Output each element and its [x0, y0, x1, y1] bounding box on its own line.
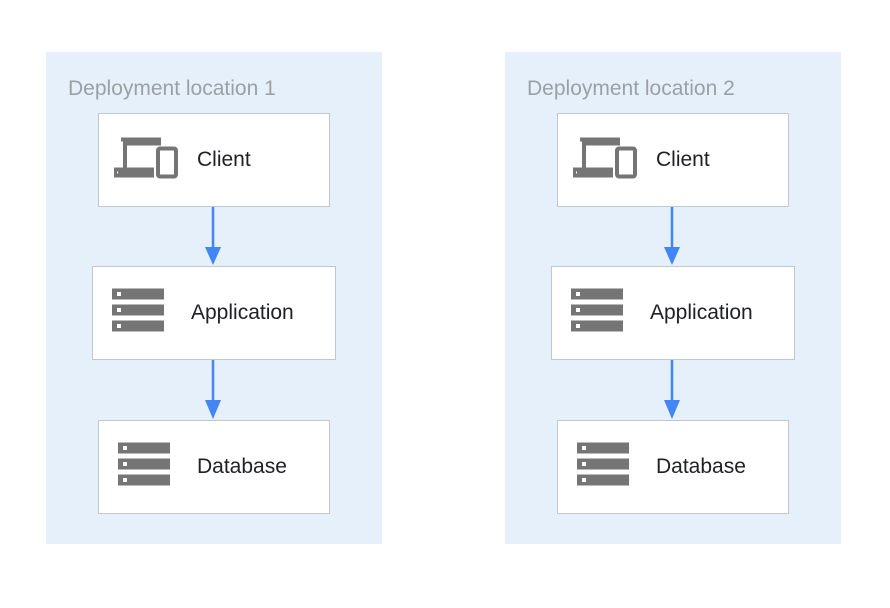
database-label: Database — [656, 455, 746, 478]
database-label: Database — [197, 455, 287, 478]
server-icon — [577, 442, 629, 492]
deployment-location-2: Deployment location 2 Client Applic — [505, 52, 841, 544]
arrow-application-to-database — [205, 360, 221, 419]
database-node: Database — [557, 420, 789, 514]
client-node: Client — [557, 113, 789, 207]
arrow-application-to-database — [664, 360, 680, 419]
server-icon — [112, 288, 164, 338]
application-label: Application — [650, 301, 753, 324]
arrow-client-to-application — [205, 207, 221, 265]
client-label: Client — [656, 148, 710, 171]
location-title: Deployment location 2 — [527, 77, 735, 100]
arrow-client-to-application — [664, 207, 680, 265]
client-node: Client — [98, 113, 330, 207]
deployment-location-1: Deployment location 1 Client Applic — [46, 52, 382, 544]
database-node: Database — [98, 420, 330, 514]
application-label: Application — [191, 301, 294, 324]
devices-icon — [572, 135, 637, 186]
client-label: Client — [197, 148, 251, 171]
server-icon — [118, 442, 170, 492]
application-node: Application — [551, 266, 795, 360]
location-title: Deployment location 1 — [68, 77, 276, 100]
server-icon — [571, 288, 623, 338]
devices-icon — [113, 135, 178, 186]
application-node: Application — [92, 266, 336, 360]
